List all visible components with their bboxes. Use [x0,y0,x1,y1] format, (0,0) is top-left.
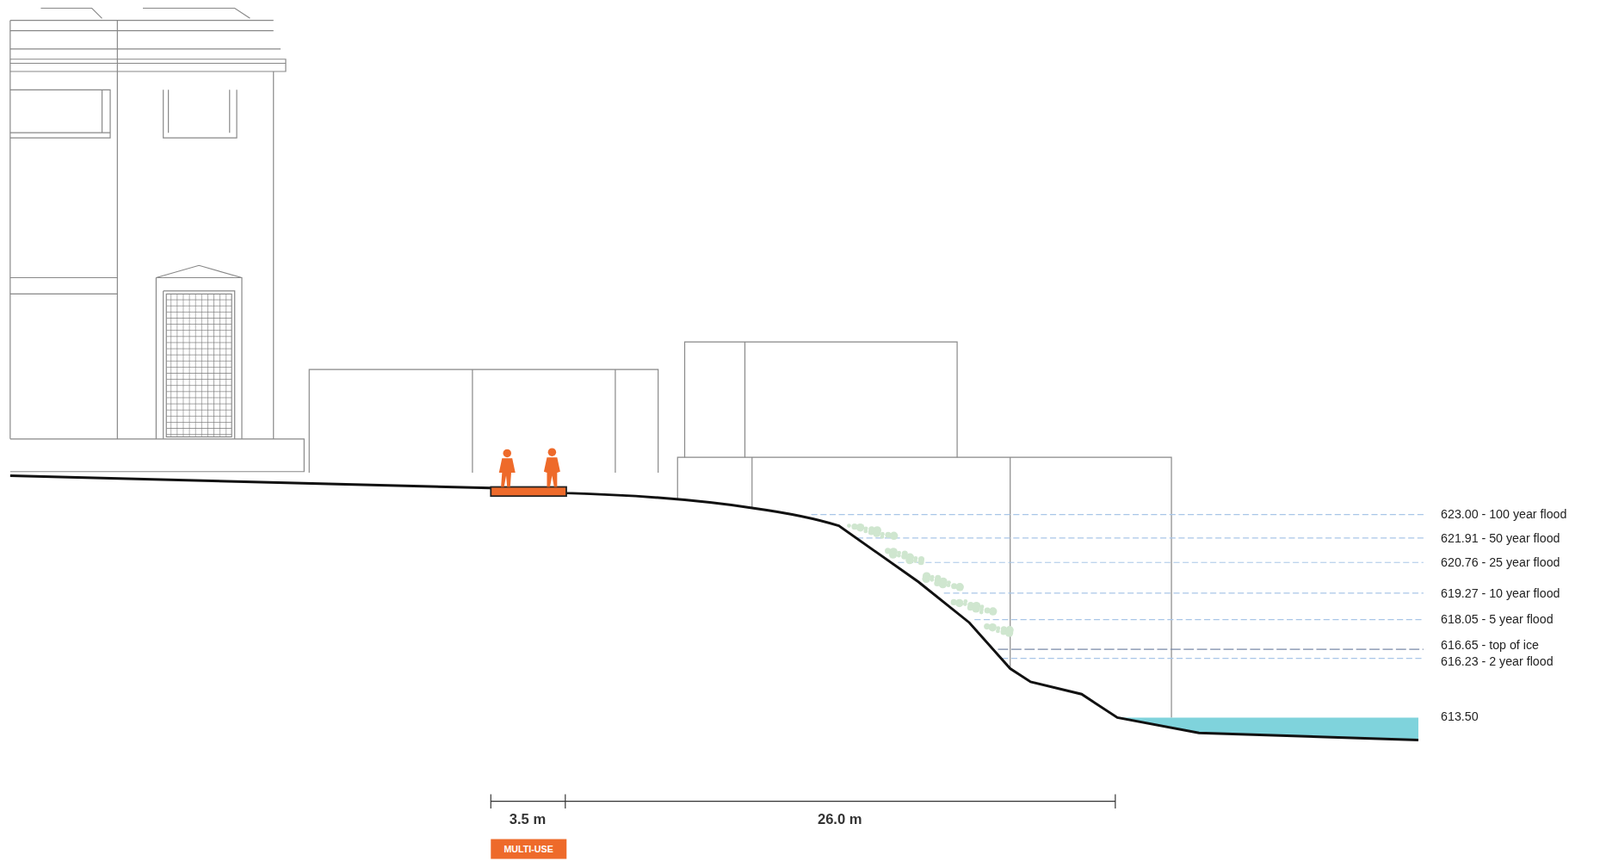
pedestrians [499,447,561,487]
elevation-label: 623.00 - 100 year flood [1440,506,1567,522]
upper-pavilion [685,341,958,458]
bank-vegetation [846,523,1014,637]
dimension-line [490,793,1116,809]
elevation-label: 621.91 - 50 year flood [1440,531,1560,546]
tag-text: MULTI-USE [503,843,553,854]
elevation-label: 619.27 - 10 year flood [1440,586,1560,601]
river-water [1117,716,1419,740]
elevation-label: 613.50 [1440,709,1479,724]
elevation-label: 620.76 - 25 year flood [1440,555,1560,570]
elevation-label: 616.65 - top of ice [1440,637,1539,653]
dimension-label: 3.5 m [509,811,546,827]
elevation-label: 618.05 - 5 year flood [1440,611,1554,627]
middle-building [308,369,658,473]
heritage-building [10,7,304,471]
elevation-label: 616.23 - 2 year flood [1440,654,1554,669]
flood-lines [811,514,1424,659]
dimension-label: 26.0 m [817,811,863,827]
ground-profile [10,475,1419,740]
door-grille [166,293,232,437]
multi-use-path [490,487,567,497]
ice-line [998,648,1424,649]
legend-tag: MULTI-USE [490,839,567,859]
